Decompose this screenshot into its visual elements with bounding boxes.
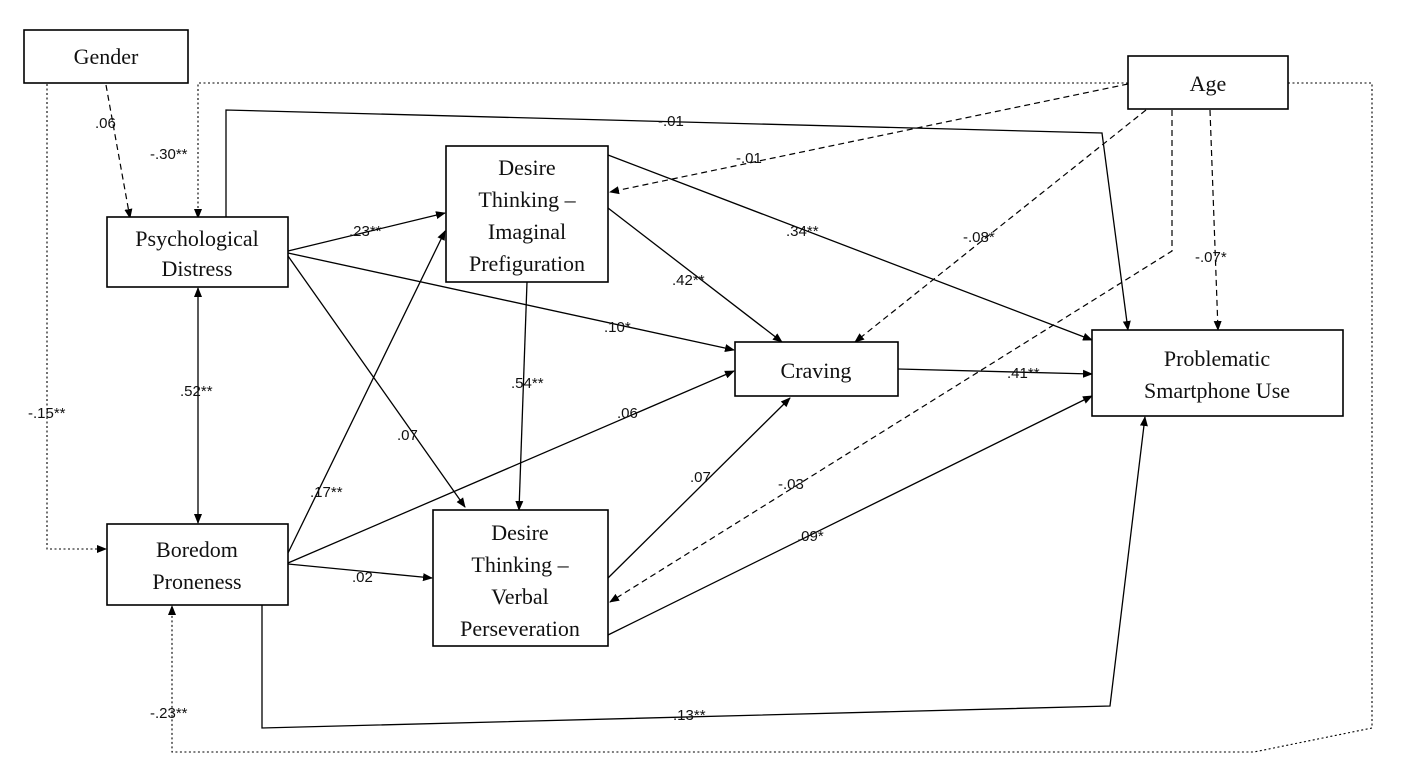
- edge-dtip-psu: [607, 154, 1093, 341]
- node-label: Age: [1190, 71, 1227, 96]
- coef-age-psu: -.07*: [1195, 249, 1227, 266]
- coef-psych-dtip: .23**: [349, 223, 382, 240]
- coef-age-dtip: -.01: [736, 150, 762, 167]
- edge-age-dtip: [609, 83, 1129, 195]
- node-label: Psychological: [135, 226, 258, 251]
- edge-age-craving: [854, 109, 1147, 343]
- edges: [46, 82, 1373, 753]
- coef-boredom-psu: .13**: [673, 707, 706, 724]
- node-problematic-smartphone-use: Problematic Smartphone Use: [1091, 329, 1344, 417]
- coef-age-psych: -.30**: [150, 146, 188, 163]
- node-label: Prefiguration: [469, 251, 585, 276]
- node-gender: Gender: [23, 29, 189, 84]
- node-desire-thinking-imaginal: Desire Thinking – Imaginal Prefiguration: [445, 145, 609, 283]
- edge-boredom-psu: [261, 416, 1148, 729]
- node-boredom-proneness: Boredom Proneness: [106, 523, 289, 606]
- coef-psych-craving: .10*: [604, 319, 631, 336]
- coef-dtip-psu: .34**: [786, 223, 819, 240]
- node-label: Thinking –: [478, 187, 576, 212]
- node-label: Thinking –: [471, 552, 569, 577]
- edge-age-dtvp: [609, 110, 1173, 603]
- coef-age-dtvp: -.03: [778, 476, 804, 493]
- coef-dtip-dtvp: .54**: [511, 375, 544, 392]
- node-label: Craving: [781, 358, 852, 383]
- coef-boredom-craving: .06: [617, 405, 638, 422]
- edge-dtvp-craving: [607, 397, 791, 579]
- node-psychological-distress: Psychological Distress: [106, 216, 289, 288]
- node-label: Problematic: [1164, 346, 1271, 371]
- edge-dtip-dtvp: [515, 281, 528, 511]
- coef-psych-psu: -.01: [658, 113, 684, 130]
- edge-gender-boredom: [46, 84, 107, 553]
- node-craving: Craving: [734, 341, 899, 397]
- edge-psych-dtip: [287, 211, 446, 252]
- edge-craving-psu: [897, 368, 1093, 378]
- edge-boredom-craving: [287, 370, 735, 564]
- node-label: Perseveration: [460, 616, 580, 641]
- coef-age-craving: -.08*: [963, 229, 995, 246]
- coef-dtip-craving: .42**: [672, 272, 705, 289]
- coef-craving-psu: .41**: [1007, 365, 1040, 382]
- edge-dtip-craving: [607, 207, 783, 343]
- coef-boredom-dtip: .17**: [310, 484, 343, 501]
- coef-age-boredom: -.23**: [150, 705, 188, 722]
- coef-gender-boredom: -.15**: [28, 405, 66, 422]
- coef-psych-dtvp: .07: [397, 427, 418, 444]
- node-label: Gender: [74, 44, 139, 69]
- coef-dtvp-craving: .07: [690, 469, 711, 486]
- node-label: Desire: [491, 520, 548, 545]
- edge-psych-psu: [225, 109, 1131, 331]
- edge-psych-dtvp: [287, 255, 466, 508]
- edge-age-psych: [194, 82, 1128, 219]
- edge-psych-craving: [287, 252, 735, 352]
- node-label: Proneness: [152, 569, 241, 594]
- edge-age-psu: [1209, 109, 1222, 331]
- coef-gender-psych: .06: [95, 115, 116, 132]
- edge-gender-psych: [105, 84, 133, 219]
- edge-boredom-dtvp: [287, 563, 433, 582]
- node-age: Age: [1127, 55, 1289, 110]
- coef-dtvp-psu: .09*: [797, 528, 824, 545]
- node-label: Imaginal: [488, 219, 566, 244]
- node-label: Verbal: [491, 584, 548, 609]
- coef-psych-boredom: .52**: [180, 383, 213, 400]
- node-label: Desire: [498, 155, 555, 180]
- node-label: Distress: [162, 256, 233, 281]
- edge-dtvp-psu: [607, 395, 1093, 636]
- coef-boredom-dtvp: .02: [352, 569, 373, 586]
- node-label: Boredom: [156, 537, 238, 562]
- node-desire-thinking-verbal: Desire Thinking – Verbal Perseveration: [432, 509, 609, 647]
- edge-boredom-dtip: [287, 230, 446, 554]
- node-label: Smartphone Use: [1144, 378, 1290, 403]
- edge-age-boredom: [168, 82, 1373, 753]
- coefficient-labels: .06 -.30** -.15** -.23** -.01 -.01 .23**…: [28, 113, 1227, 724]
